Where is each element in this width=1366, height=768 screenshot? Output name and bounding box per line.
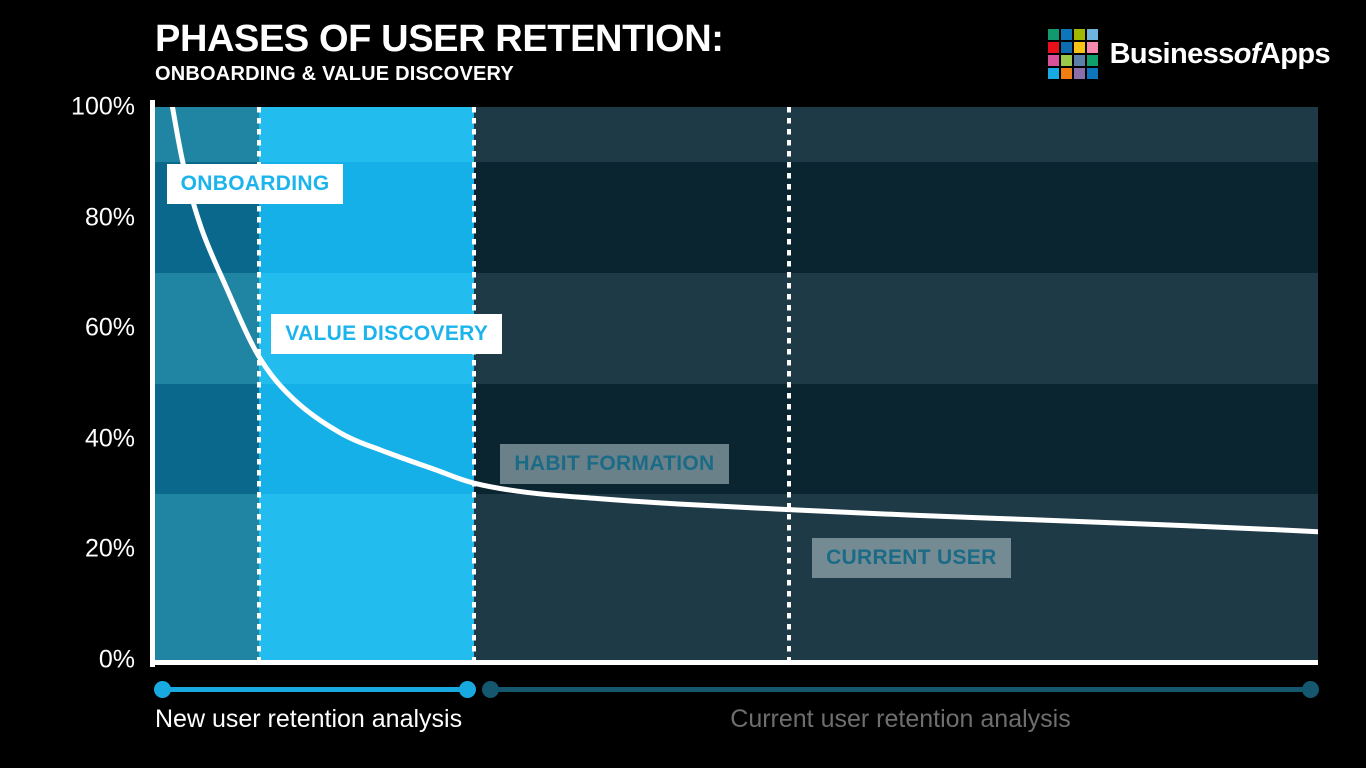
y-axis-tick-0: 0% [98,645,135,674]
phase-divider-2 [786,107,791,660]
region-band [473,217,789,274]
region-band [473,604,789,660]
region-band [258,438,474,495]
logo-tile-14 [1073,68,1085,79]
region-band [473,383,789,440]
region-band [155,438,259,495]
region-band [258,494,474,550]
range-endpoint-end[interactable] [459,681,476,698]
region-band [788,383,1318,440]
logo-wordmark-of: of [1233,37,1261,70]
retention-curve-svg [155,107,1318,660]
analysis-ranges: New user retention analysis Current user … [0,660,1366,768]
range-indicator-0[interactable] [154,681,476,699]
region-band [155,383,259,440]
logo-tile-5 [1060,42,1072,53]
range-endpoint-start[interactable] [154,681,171,698]
retention-curve-line [172,107,1318,532]
phase-divider-1 [471,107,476,660]
y-axis-tick-40: 40% [84,424,135,453]
region-band [473,272,789,329]
y-axis-tick-60: 60% [84,313,135,342]
region-band [788,328,1318,385]
logo-tile-0 [1047,29,1059,40]
phase-label-current-user: CURRENT USER [812,537,1011,578]
region-band [473,162,789,219]
range-caption-0: New user retention analysis [155,705,463,733]
region-band [258,549,474,606]
chart-plot-area: ONBOARDING VALUE DISCOVERY HABIT FORMATION… [71,93,1318,674]
range-bar [483,687,1318,692]
range-caption-1: Current user retention analysis [730,705,1071,733]
page-title: PHASES OF USER RETENTION: [155,18,724,60]
logo-tile-4 [1047,42,1059,53]
logo-tile-8 [1047,55,1059,66]
phase-label-value-discovery: VALUE DISCOVERY [271,313,503,354]
region-band [258,604,474,660]
region-band [155,604,259,660]
region-band [258,217,474,274]
region-habit-formation [473,107,789,660]
logo-tile-13 [1060,68,1072,79]
brand-logo: BusinessofApps [1047,26,1331,82]
region-band [473,107,789,163]
y-axis-tick-100: 100% [71,92,135,121]
logo-tile-10 [1073,55,1085,66]
logo-tile-9 [1060,55,1072,66]
y-axis-tick-80: 80% [84,203,135,232]
logo-tile-1 [1060,29,1072,40]
y-axis-line [150,100,155,667]
logo-tile-2 [1073,29,1085,40]
y-axis-tick-20: 20% [84,534,135,563]
phase-label-habit-formation: HABIT FORMATION [500,443,729,484]
phase-divider-0 [256,107,261,660]
logo-tile-6 [1073,42,1085,53]
logo-wordmark: BusinessofApps [1109,37,1331,71]
logo-wordmark-part1: Business [1109,37,1235,70]
region-band [788,272,1318,329]
region-band [258,383,474,440]
region-band [155,328,259,385]
range-endpoint-end[interactable] [1302,681,1319,698]
header: PHASES OF USER RETENTION: ONBOARDING & V… [0,0,1366,96]
logo-tile-3 [1086,29,1098,40]
logo-wordmark-part2: Apps [1259,37,1331,70]
region-band [155,494,259,550]
logo-tile-12 [1047,68,1059,79]
region-band [473,549,789,606]
region-current-user [788,107,1318,660]
range-indicator-1[interactable] [482,681,1319,699]
region-band [788,107,1318,163]
logo-tile-7 [1086,42,1098,53]
phase-label-onboarding: ONBOARDING [166,164,344,205]
x-axis-line [150,660,1318,665]
region-band [788,217,1318,274]
plot-canvas: ONBOARDING VALUE DISCOVERY HABIT FORMATION… [155,107,1318,660]
region-band [473,328,789,385]
title-block: PHASES OF USER RETENTION: ONBOARDING & V… [155,18,724,86]
logo-tile-15 [1086,68,1098,79]
range-bar [155,687,475,692]
logo-grid-icon [1047,29,1098,79]
region-band [788,162,1318,219]
logo-tile-11 [1086,55,1098,66]
region-band [788,604,1318,660]
region-band [258,107,474,163]
page-subtitle: ONBOARDING & VALUE DISCOVERY [155,63,514,85]
region-band [155,549,259,606]
region-band [788,438,1318,495]
range-endpoint-start[interactable] [482,681,499,698]
